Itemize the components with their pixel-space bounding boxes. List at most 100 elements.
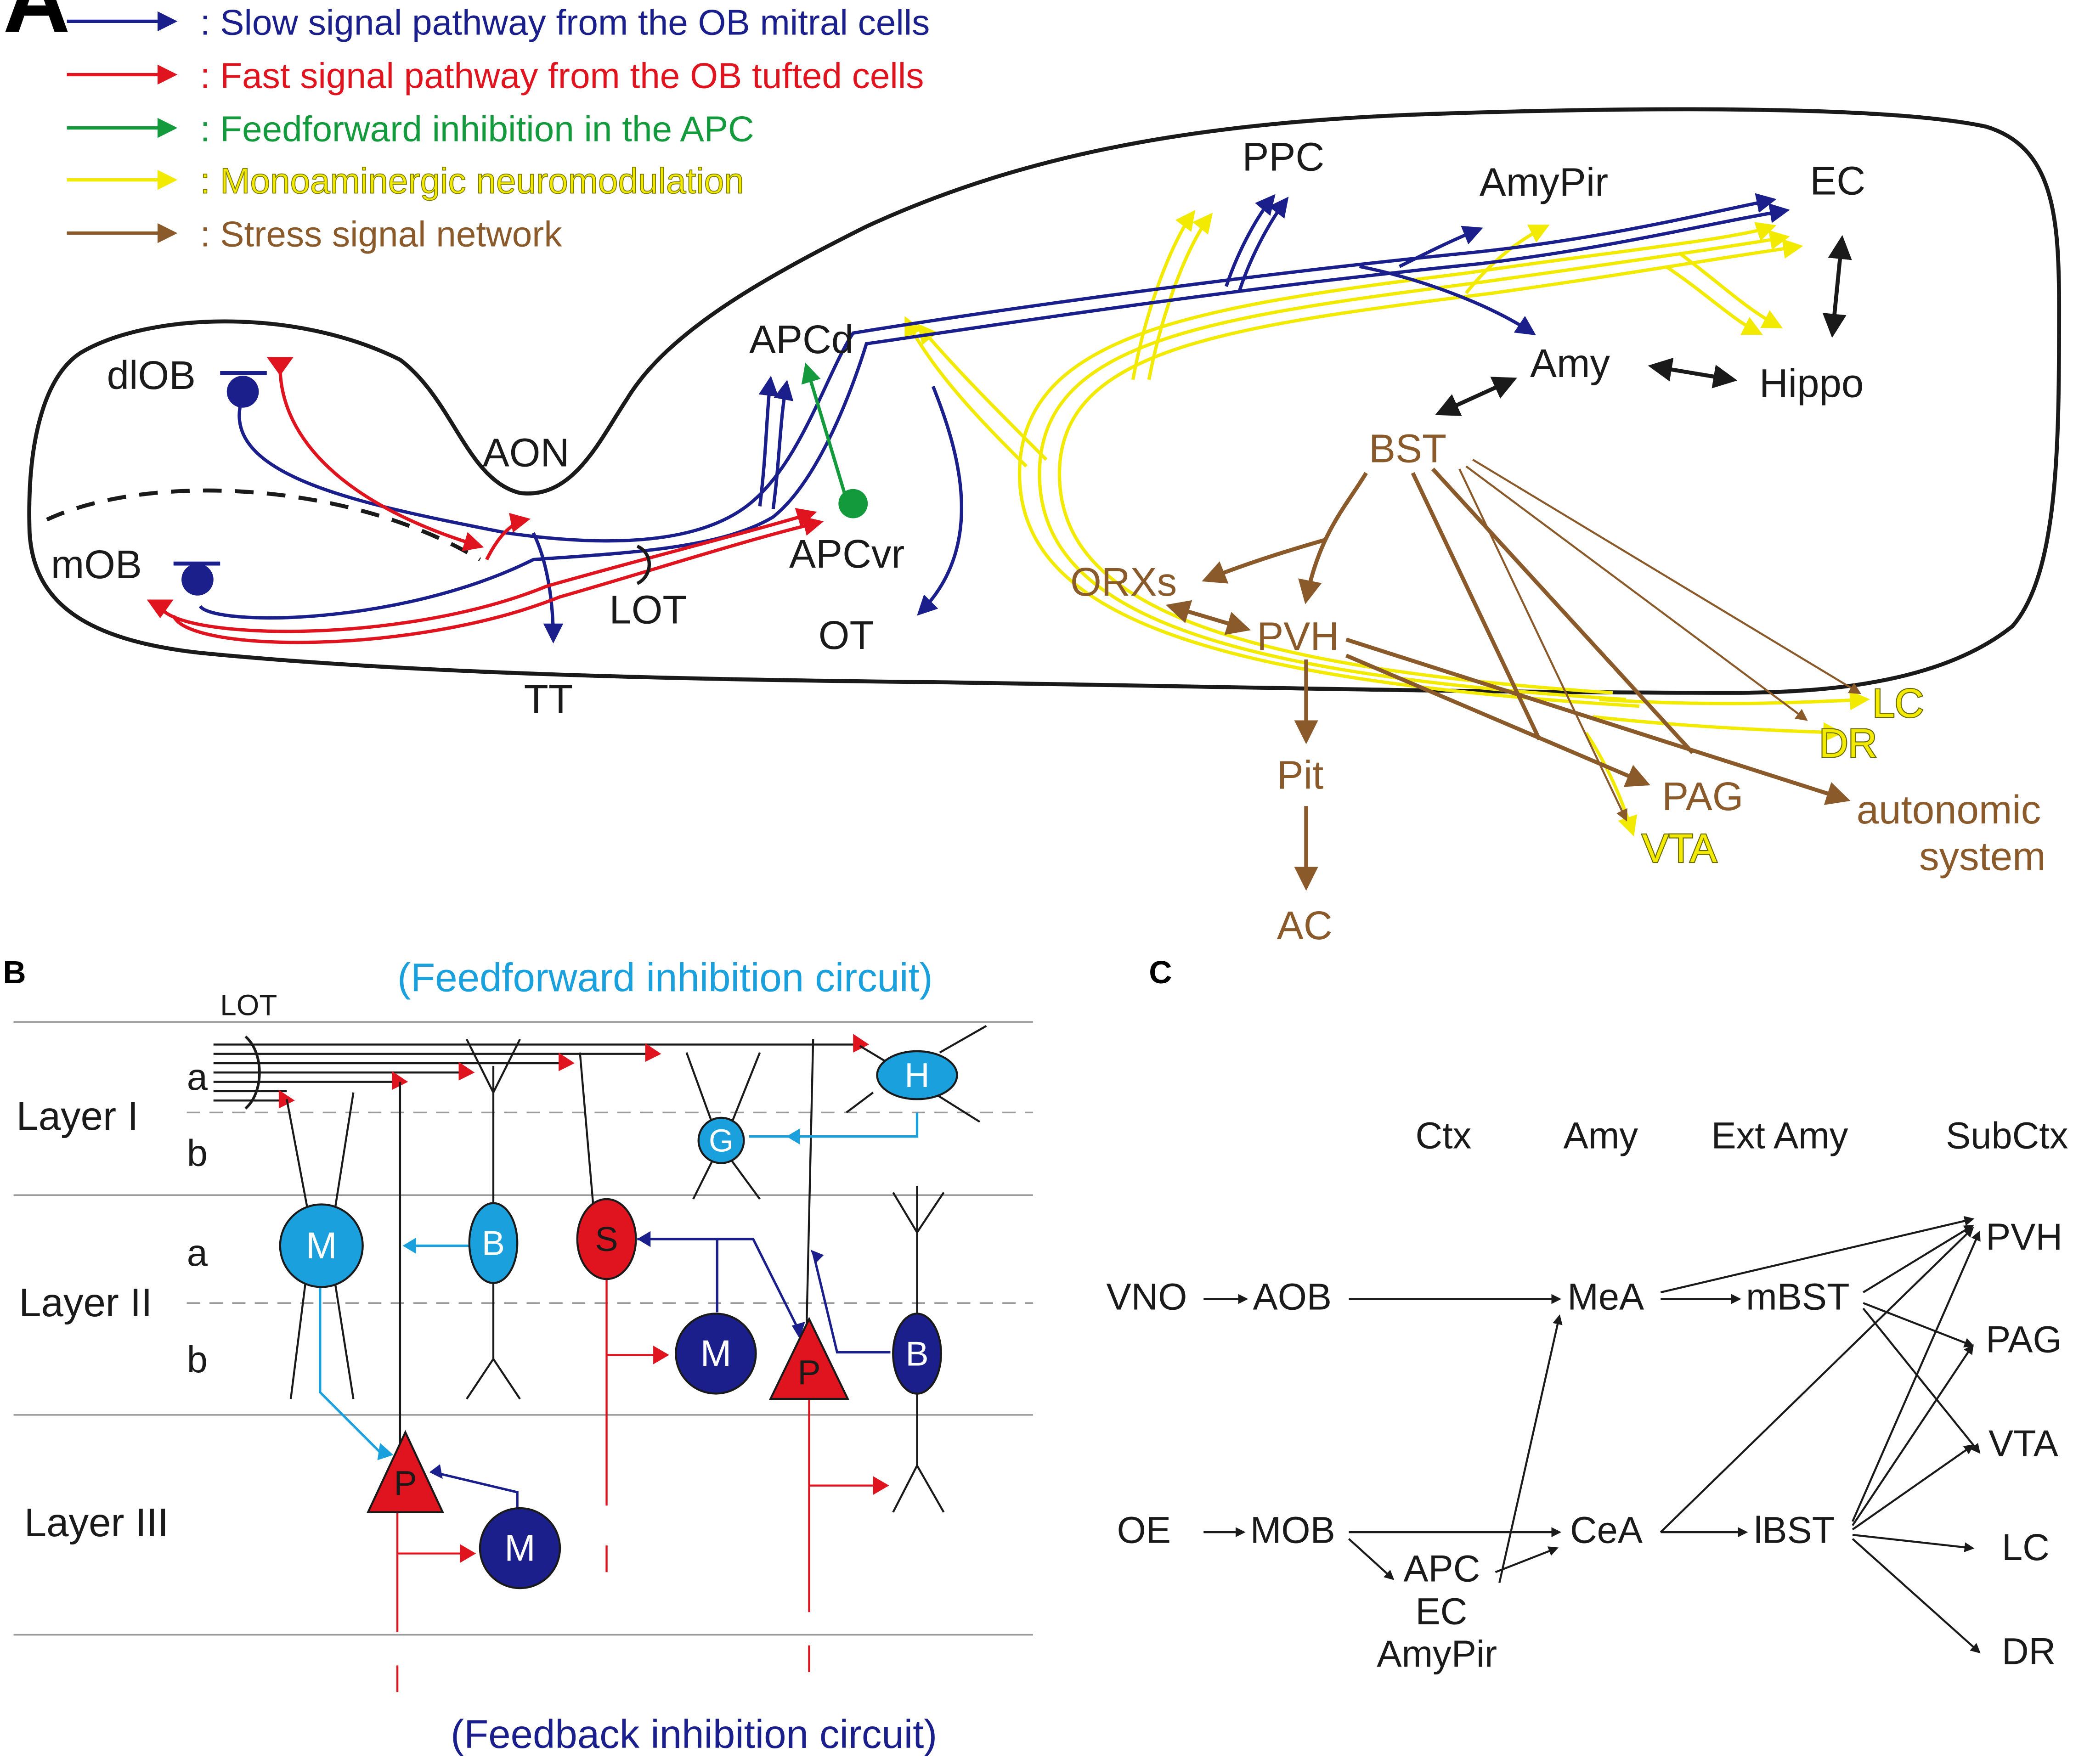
cell-m-dark-l3	[479, 1507, 561, 1589]
node-ec: EC	[1415, 1590, 1467, 1632]
cell-g-label: G	[709, 1122, 734, 1158]
label-pit: Pit	[1277, 753, 1324, 797]
sublayer-iia-label: a	[187, 1232, 208, 1274]
label-bst: BST	[1369, 427, 1446, 471]
stress-arrows	[1165, 468, 1851, 891]
cell-p-l2-label: P	[797, 1353, 820, 1392]
panel-c-arrows	[1203, 1216, 1981, 1654]
node-aob: AOB	[1253, 1276, 1332, 1318]
node-amypir: AmyPir	[1377, 1633, 1497, 1675]
legend-text-stress: : Stress signal network	[200, 214, 563, 254]
brain-outline	[27, 107, 2062, 695]
cell-b-light-label: B	[482, 1224, 505, 1262]
cell-s	[576, 1198, 637, 1280]
legend-text-ffi: : Feedforward inhibition in the APC	[200, 109, 754, 149]
layer-iii-label: Layer III	[24, 1500, 169, 1545]
label-dlob: dlOB	[107, 353, 196, 398]
label-lot: LOT	[609, 588, 687, 632]
cell-p-l3	[366, 1430, 445, 1513]
lot-label-b: LOT	[220, 989, 277, 1022]
cell-m-light	[279, 1203, 364, 1288]
layer-lines	[13, 1021, 1033, 1636]
fb-connections	[433, 1238, 891, 1519]
node-lc: LC	[2002, 1527, 2050, 1568]
node-mob: MOB	[1250, 1509, 1335, 1551]
cell-m-dark-l2-label: M	[700, 1333, 732, 1375]
cell-m-dark-l2	[675, 1313, 757, 1395]
label-mob: mOB	[51, 542, 142, 587]
node-vta: VTA	[1988, 1423, 2059, 1465]
label-amypir: AmyPir	[1480, 160, 1608, 204]
label-ot: OT	[819, 613, 874, 658]
fast-pathways	[158, 366, 824, 644]
fb-red-synapses	[460, 1346, 889, 1563]
lot-bracket	[636, 545, 651, 585]
label-vta: VTA	[1642, 826, 1717, 871]
label-apcd: APCd	[749, 317, 853, 362]
node-cea: CeA	[1570, 1509, 1643, 1551]
cell-h-label: H	[904, 1056, 929, 1094]
label-system: system	[1919, 834, 2046, 879]
panel-c: C Ctx Amy Ext Amy SubCtx VNO AOB OE MOB …	[1106, 954, 2068, 1675]
fbi-circuit-title: (Feedback inhibition circuit)	[451, 1712, 937, 1757]
panel-b: B (Feedforward inhibition circuit) (Feed…	[3, 954, 1033, 1757]
node-apc: APC	[1403, 1548, 1480, 1590]
fb-synapses	[429, 1231, 824, 1479]
label-tt: TT	[524, 677, 573, 721]
dendrites	[286, 1025, 987, 1513]
header-ctx: Ctx	[1415, 1115, 1471, 1157]
label-orxs: ORXs	[1070, 560, 1177, 604]
sublayer-ia-label: a	[187, 1056, 208, 1098]
lot-fibers	[213, 1043, 860, 1102]
cell-s-label: S	[595, 1220, 618, 1258]
panel-a-letter: A	[3, 0, 70, 52]
panel-c-letter: C	[1149, 954, 1172, 990]
ffi-connections	[319, 1112, 919, 1453]
label-pag: PAG	[1662, 774, 1743, 819]
node-pag: PAG	[1986, 1319, 2062, 1361]
legend-text-mono: : Monoaminergic neuromodulation	[200, 161, 744, 201]
legend: : Slow signal pathway from the OB mitral…	[67, 2, 930, 254]
legend-text-slow: : Slow signal pathway from the OB mitral…	[200, 2, 930, 42]
label-hippo: Hippo	[1759, 361, 1864, 406]
cell-m-dark-l3-label: M	[504, 1527, 536, 1569]
layer-ii-label: Layer II	[19, 1280, 152, 1325]
label-aon: AON	[483, 430, 570, 475]
dlob-mitral-cell	[226, 376, 259, 408]
label-apcvr: APCvr	[789, 532, 904, 576]
cell-p-l2	[768, 1317, 850, 1400]
cell-b-dark-label: B	[905, 1334, 928, 1373]
ffi-arrow	[801, 362, 848, 500]
node-vno: VNO	[1106, 1276, 1187, 1318]
dlob-tufted-cell	[266, 357, 294, 376]
ob-boundary-dashed	[46, 488, 481, 562]
node-dr: DR	[2002, 1630, 2056, 1672]
ffi-circuit-title: (Feedforward inhibition circuit)	[397, 955, 933, 1000]
header-ext-amy: Ext Amy	[1712, 1115, 1848, 1157]
label-ac: AC	[1277, 903, 1333, 948]
label-pvh: PVH	[1257, 614, 1339, 659]
ffi-interneuron	[838, 489, 868, 518]
layer-i-label: Layer I	[16, 1094, 138, 1138]
label-amy: Amy	[1530, 341, 1610, 386]
cell-p-l3-label: P	[394, 1464, 417, 1502]
node-mbst: mBST	[1746, 1276, 1850, 1318]
sublayer-iib-label: b	[187, 1339, 208, 1381]
label-ppc: PPC	[1242, 135, 1324, 179]
cell-b-dark	[892, 1313, 942, 1395]
header-subctx: SubCtx	[1946, 1115, 2068, 1157]
mob-tufted-cell	[147, 599, 174, 619]
sublayer-ib-label: b	[187, 1132, 208, 1174]
mono-pathways	[904, 210, 1870, 837]
node-oe: OE	[1117, 1509, 1171, 1551]
cell-b-light	[468, 1202, 519, 1284]
node-mea: MeA	[1567, 1276, 1644, 1318]
label-dr: DR	[1819, 721, 1877, 766]
cell-g	[697, 1116, 745, 1164]
cell-h	[876, 1050, 958, 1100]
label-lc: LC	[1873, 681, 1924, 726]
ffi-synapses	[377, 1128, 800, 1460]
stress-thin-arrows	[1458, 459, 1862, 822]
label-ec: EC	[1810, 159, 1865, 203]
